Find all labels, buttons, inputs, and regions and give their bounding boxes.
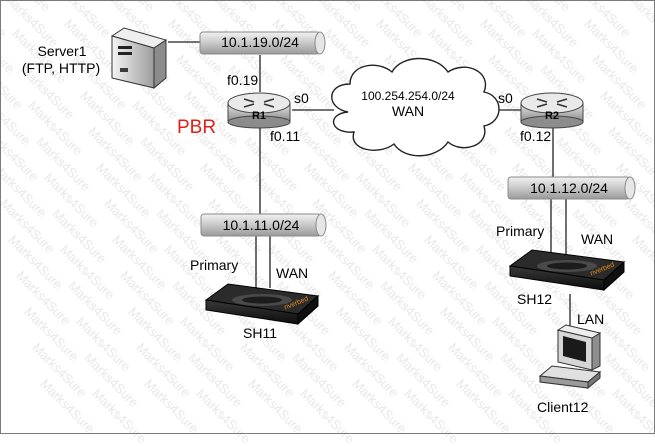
r1-if-wan-label: s0 [294,90,309,106]
diagram-svg [0,0,655,434]
server-icon [110,27,168,90]
pipe-r2-lan [507,176,636,200]
server-services-label: (FTP, HTTP) [21,60,101,76]
sh11-wan-label: WAN [276,265,309,281]
router-r1-icon [227,92,291,129]
r2-name-label: R2 [544,110,560,122]
wan-cloud-icon [331,57,500,157]
client-pc-icon [538,324,602,390]
sh12-primary-label: Primary [496,223,545,239]
subnet-r1-label: 10.1.11.0/24 [222,217,300,233]
server-name-label: Server1 [37,43,87,59]
r1-if-lan-label: f0.11 [270,128,301,144]
r2-if-lan-label: f0.12 [520,128,552,144]
sh11-primary-label: Primary [190,257,239,273]
pipe-r1-lan [200,213,327,237]
r1-if-server-label: f0.19 [227,72,259,88]
steelhead-sh11-icon [204,283,320,326]
sh12-lan-label: LAN [577,311,605,327]
router-r2-icon [520,92,584,129]
pbr-label: PBR [177,117,217,138]
client-name-label: Client12 [537,399,589,415]
r2-if-wan-label: s0 [498,90,513,106]
r1-name-label: R1 [251,110,267,122]
pipe-server-lan [199,31,326,55]
steelhead-sh12-icon [508,249,626,292]
sh12-wan-label: WAN [581,231,614,247]
subnet-r2-label: 10.1.12.0/24 [530,180,608,196]
sh11-name-label: SH11 [243,325,277,341]
wan-cloud-label: WAN [391,103,425,119]
sh12-name-label: SH12 [517,291,553,307]
subnet-server-label: 10.1.19.0/24 [221,34,299,50]
wan-subnet-label: 100.254.254.0/24 [361,89,455,103]
